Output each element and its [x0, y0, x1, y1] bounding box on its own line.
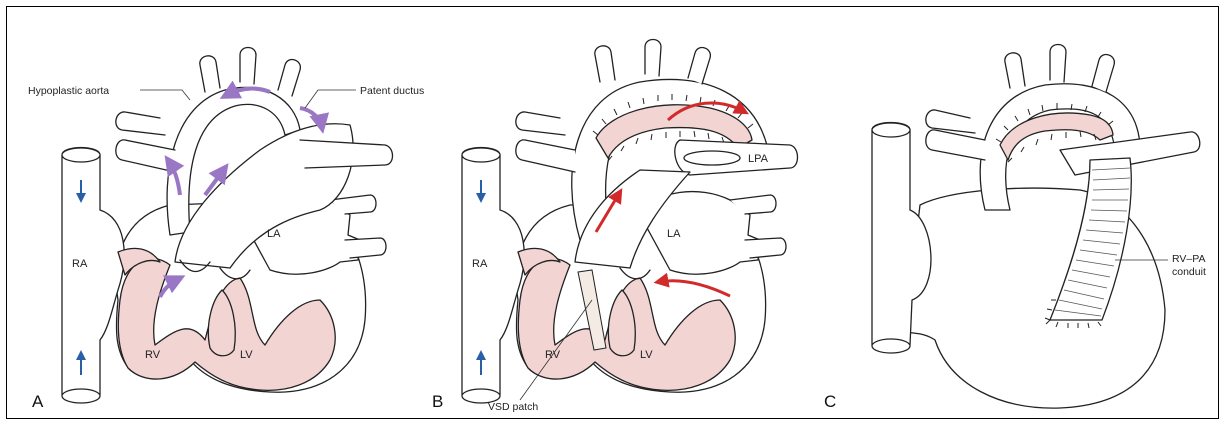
- label-lv-b: LV: [640, 349, 653, 361]
- left-pulmonary-artery: [300, 140, 393, 168]
- lpa-opening: [684, 151, 740, 165]
- label-ra-a: RA: [72, 258, 88, 270]
- svc-opening: [62, 148, 100, 162]
- rpa-branch-b: [516, 112, 565, 135]
- leader-hypoplastic-aorta: [140, 90, 190, 100]
- panel-letter-b: B: [432, 392, 443, 411]
- rpa-branch: [116, 112, 165, 135]
- panel-letter-a: A: [32, 392, 44, 411]
- right-pulmonary-artery: [116, 140, 175, 172]
- right-pulmonary-artery-b: [516, 140, 575, 172]
- rpa-c: [926, 130, 985, 160]
- head-vessel-3-c: [1092, 55, 1114, 92]
- pulmonary-vein-lower: [345, 238, 386, 258]
- callout-rv-pa-line1: RV–PA: [1172, 253, 1205, 265]
- pulmonary-vein-lower-b: [745, 238, 786, 258]
- callout-vsd-patch: VSD patch: [488, 401, 538, 413]
- head-vessel-3: [278, 60, 300, 96]
- label-rv-a: RV: [145, 349, 161, 361]
- panel-a: RA RV LV LA Hypoplastic aorta Patent duc…: [28, 48, 424, 412]
- panel-b: RA RV LV LA LPA VSD patch B: [432, 40, 798, 414]
- panel-letter-c: C: [824, 392, 836, 411]
- head-vessel-2-b: [645, 40, 661, 77]
- ivc-opening-c: [872, 339, 910, 353]
- label-la-b: LA: [667, 228, 681, 240]
- head-vessel-1-b: [595, 46, 615, 82]
- label-ra-b: RA: [472, 258, 488, 270]
- svc-opening-c: [872, 123, 910, 137]
- ivc-opening: [62, 389, 100, 403]
- head-vessel-1-c: [1005, 53, 1025, 88]
- label-la-a: LA: [267, 228, 281, 240]
- leader-patent-ductus: [305, 90, 356, 108]
- head-vessel-2: [240, 48, 256, 85]
- label-lpa-b: LPA: [748, 153, 769, 165]
- callout-rv-pa-line2: conduit: [1172, 266, 1206, 278]
- label-lv-a: LV: [240, 349, 253, 361]
- head-vessel-2-c: [1050, 45, 1066, 83]
- callout-hypoplastic-aorta: Hypoplastic aorta: [28, 85, 109, 97]
- callout-patent-ductus: Patent ductus: [360, 85, 424, 97]
- head-vessel-1: [200, 56, 220, 92]
- panel-c: RV–PA conduit C: [824, 45, 1206, 412]
- right-atrium-cava-b: [462, 148, 524, 403]
- right-atrium-cava: [62, 148, 124, 403]
- svc-opening-b: [462, 148, 500, 162]
- head-vessel-3-b: [688, 48, 710, 84]
